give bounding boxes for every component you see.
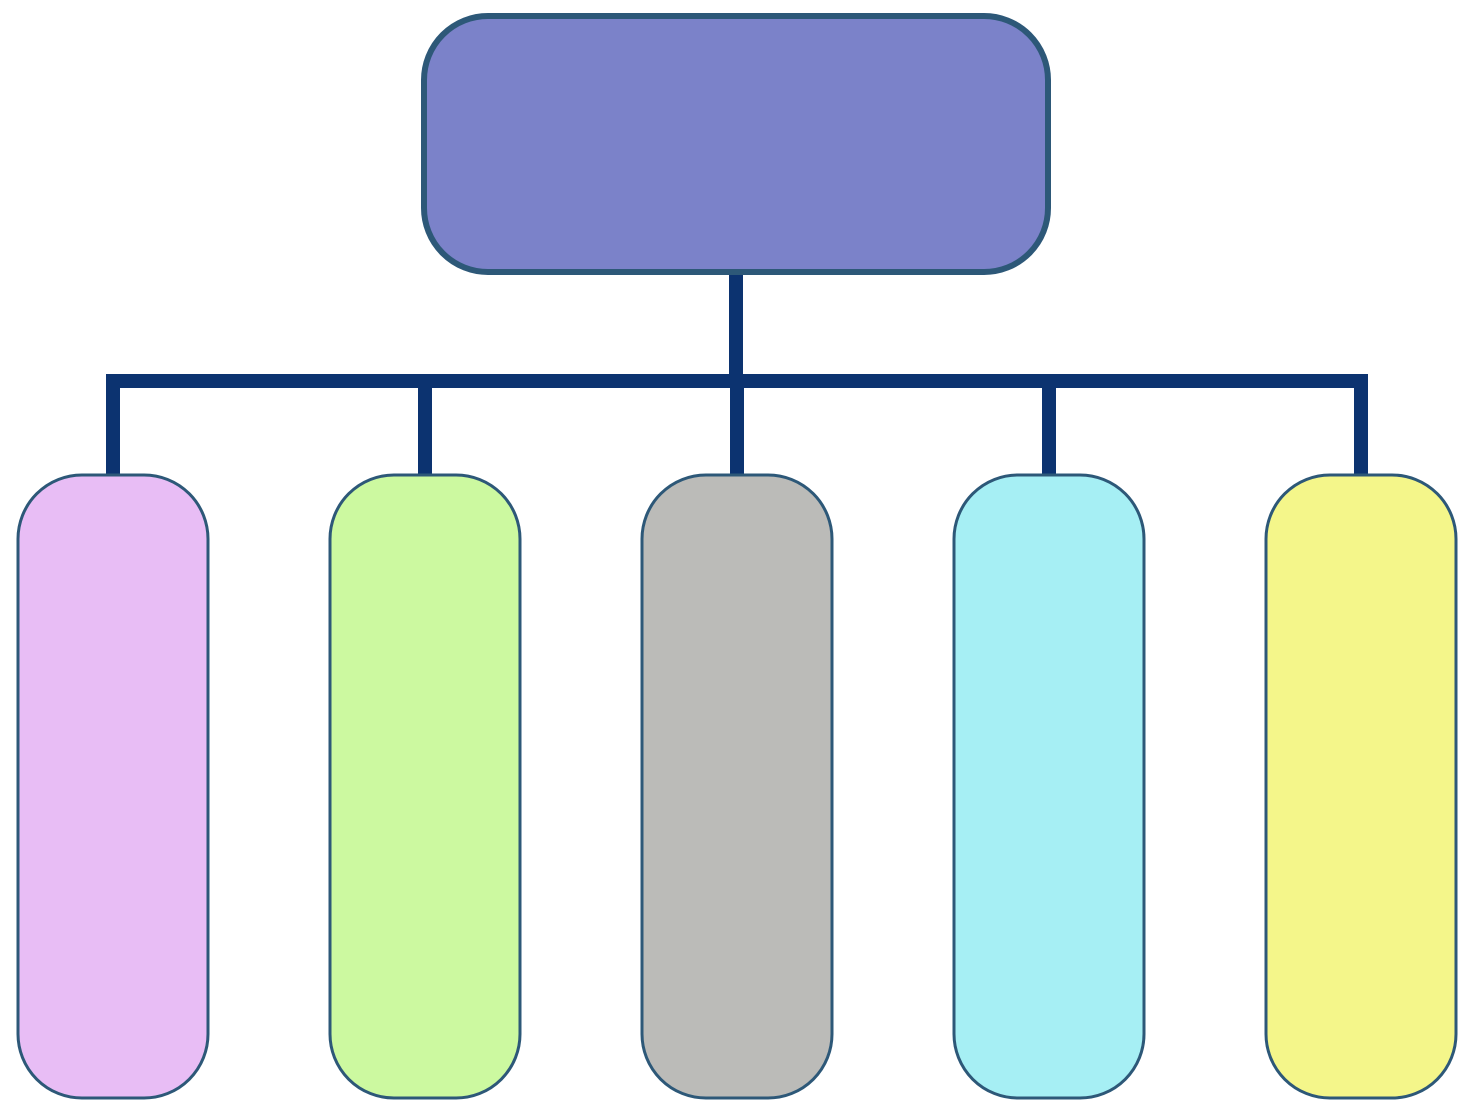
child-node-3: [640, 473, 834, 1100]
child-node-box-4: [952, 473, 1146, 1100]
child-node-box-3: [640, 473, 834, 1100]
child-node-box-5: [1264, 473, 1458, 1100]
child-node-box-2: [328, 473, 522, 1100]
child-node-5: [1264, 473, 1458, 1100]
root-node-box: [421, 13, 1051, 275]
connector-lines: [106, 265, 1368, 484]
child-node-4: [952, 473, 1146, 1100]
child-node-1: [16, 473, 210, 1100]
child-node-box-1: [16, 473, 210, 1100]
root-node: [421, 13, 1051, 275]
child-nodes: [16, 473, 1458, 1100]
child-node-2: [328, 473, 522, 1100]
